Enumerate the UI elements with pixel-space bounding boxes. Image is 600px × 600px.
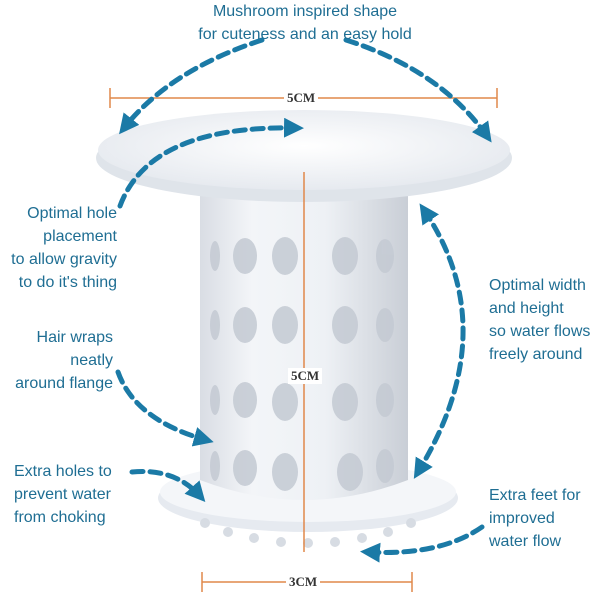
annotation-line: improved [489, 510, 555, 527]
extra-feet-arrow [360, 524, 485, 563]
annotation-line: prevent water [14, 486, 111, 503]
annotation-line: freely around [489, 346, 583, 363]
hole-placement-arrow [117, 117, 304, 209]
mushroom-annotation: Mushroom inspired shape for cuteness and… [170, 0, 440, 46]
base-width-dimension: 3CM [286, 574, 321, 590]
top-width-dimension: 5CM [284, 90, 319, 106]
annotation-line: placement [43, 228, 117, 245]
extra-feet-annotation: Extra feet for improved water flow [489, 484, 599, 553]
annotation-line: Extra holes to [14, 463, 112, 480]
hair-wraps-annotation: Hair wraps neatly around flange [0, 326, 113, 395]
annotation-line: to allow gravity [11, 251, 117, 268]
annotation-line: Hair wraps [36, 329, 113, 346]
hole-placement-annotation: Optimal hole placement to allow gravity … [0, 202, 117, 294]
width-height-arrow [413, 203, 466, 479]
annotation-line: Optimal hole [27, 205, 117, 222]
annotation-line: from choking [14, 509, 106, 526]
mushroom-arrow-left [119, 37, 265, 135]
annotation-line: and height [489, 300, 564, 317]
annotation-line: Mushroom inspired shape [212, 3, 398, 20]
annotation-line: Extra feet for [489, 487, 581, 504]
annotation-line: around flange [15, 375, 113, 392]
annotation-line: so water flows [489, 323, 591, 340]
extra-holes-arrow [129, 469, 206, 502]
hair-wraps-arrow [115, 369, 214, 447]
extra-holes-annotation: Extra holes to prevent water from chokin… [14, 460, 154, 529]
annotation-line: Optimal width [489, 277, 586, 294]
height-dimension: 5CM [288, 368, 323, 384]
annotation-line: water flow [489, 533, 562, 550]
width-height-annotation: Optimal width and height so water flows … [489, 274, 599, 366]
cylinder-body [200, 185, 408, 500]
annotation-line: neatly [70, 352, 113, 369]
annotation-line: to do it's thing [18, 274, 117, 291]
mushroom-arrow-right [343, 37, 492, 143]
annotation-line: for cuteness and an easy hold [198, 26, 412, 43]
